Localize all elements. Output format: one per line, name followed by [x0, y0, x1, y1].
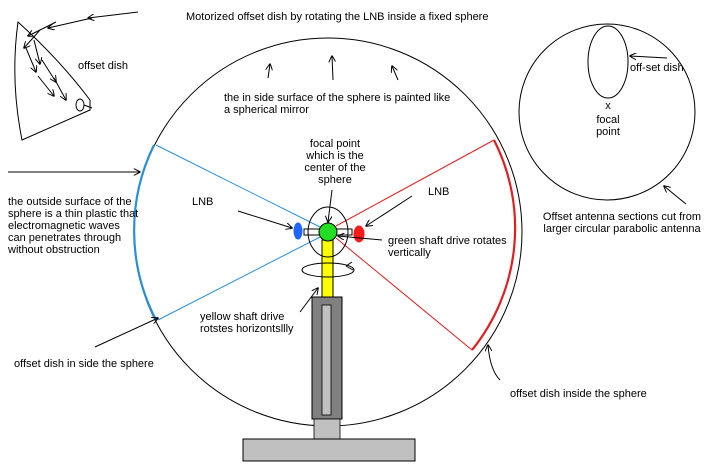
yellow-shaft-label: yellow shaft drive rotstes horizontsllly: [200, 311, 294, 335]
offset-dish-corner-label: offset dish: [78, 60, 128, 72]
inner-surface-label: the in side surface of the sphere is pai…: [224, 92, 451, 116]
horizontal-rotation-ring: [301, 261, 355, 278]
green-shaft-label: green shaft drive rotates vertically: [388, 235, 507, 259]
lnb-left: [293, 222, 303, 240]
inset-parabolic-antenna: [518, 23, 696, 205]
offset-dish-right-label: offset dish inside the sphere: [510, 388, 647, 400]
lnb-right-label: LNB: [428, 186, 450, 198]
inset-caption: Offset antenna sections cut from larger …: [542, 211, 702, 235]
inset-off-set-dish-label: off-set dish: [630, 62, 684, 74]
inset-focal-mark: x: [605, 100, 611, 112]
offset-dish-sketch: [14, 20, 93, 141]
right-offset-dish: [335, 139, 517, 351]
lnb-left-label: LNB: [192, 196, 214, 208]
incoming-wave-arrows: [24, 11, 139, 100]
left-offset-dish: [133, 144, 323, 321]
offset-dish-left-label: offset dish in side the sphere: [14, 358, 154, 370]
inset-focal-point-label: focal point: [596, 114, 620, 138]
yellow-shaft: [321, 239, 334, 299]
callout-arrows: [8, 56, 501, 381]
focal-point-center-label: focal point which is the center of the s…: [304, 138, 366, 186]
diagram-title: Motorized offset dish by rotating the LN…: [186, 11, 489, 23]
focal-assembly: [293, 206, 365, 258]
stand: [242, 296, 416, 462]
lnb-right: [353, 225, 365, 243]
outer-surface-label: the outside surface of the sphere is a t…: [8, 196, 139, 256]
focal-ball: [318, 222, 338, 242]
